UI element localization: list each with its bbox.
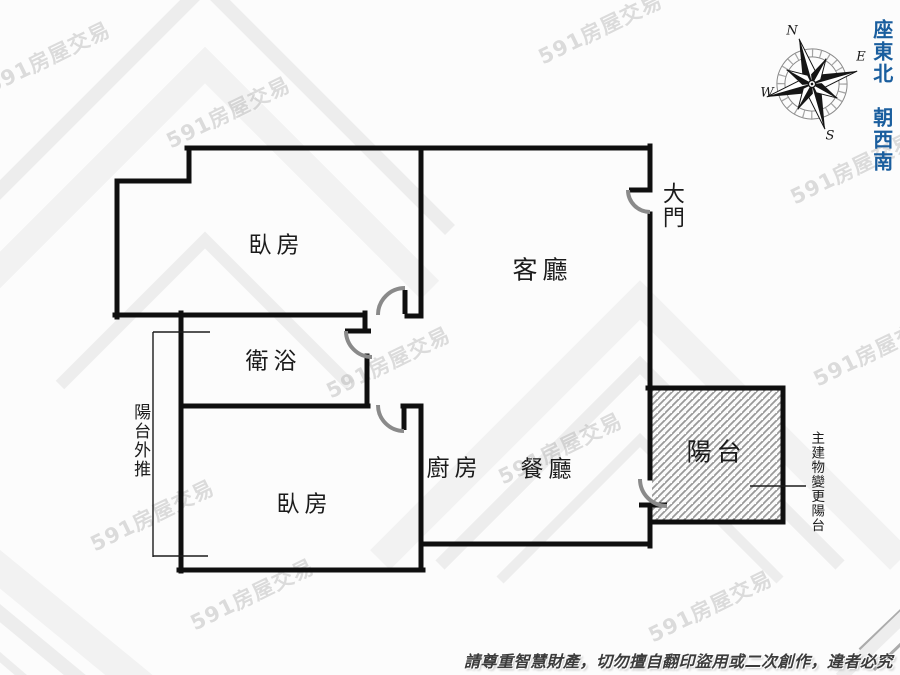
door-arc-main-door	[626, 189, 651, 214]
compass-star	[766, 38, 858, 130]
compass-letter-s: S	[825, 128, 835, 144]
door-arc-bedroom-top	[376, 286, 406, 316]
room-label-balcony: 陽台	[686, 437, 747, 467]
walls	[112, 143, 786, 574]
doors	[344, 187, 668, 508]
room-label-kitchen: 廚房	[426, 455, 483, 482]
wall-living-divider	[404, 145, 424, 319]
annotation-lines	[152, 331, 806, 557]
stripe-group-bottom-left	[0, 549, 153, 675]
pushout-bracket	[152, 331, 210, 557]
orientation-label: 座東北 朝西南	[869, 19, 894, 173]
compass-rose	[766, 38, 858, 130]
door-arc-bedroom-bottom	[376, 404, 405, 433]
main-door-label: 大門	[658, 182, 684, 230]
room-label-dining: 餐廳	[520, 456, 577, 483]
compass-letter-e: E	[856, 49, 866, 65]
balcony-note-label: 主建物變更陽台	[808, 431, 825, 533]
compass-letter-w: W	[760, 85, 774, 101]
door-arc-balcony	[638, 478, 668, 508]
wall-balcony-border	[645, 385, 786, 525]
wall-bath-right	[362, 310, 370, 409]
door-arc-bath	[344, 330, 373, 359]
balcony-pushout-label: 陽台外推	[130, 403, 151, 479]
copyright-notice: 請尊重智慧財產，切勿擅自翻印盜用或二次創作，違者必究	[463, 652, 893, 671]
wall-top-left-notch	[114, 145, 192, 320]
compass-letter-n: N	[786, 23, 798, 39]
balcony-hatch	[652, 390, 781, 520]
room-label-bedroom-bottom: 臥房	[276, 491, 333, 518]
room-label-bath: 衛浴	[245, 348, 302, 375]
streak-group-bottom-right	[835, 609, 900, 675]
room-label-living: 客廳	[512, 255, 573, 285]
room-label-bedroom-top: 臥房	[248, 232, 305, 259]
